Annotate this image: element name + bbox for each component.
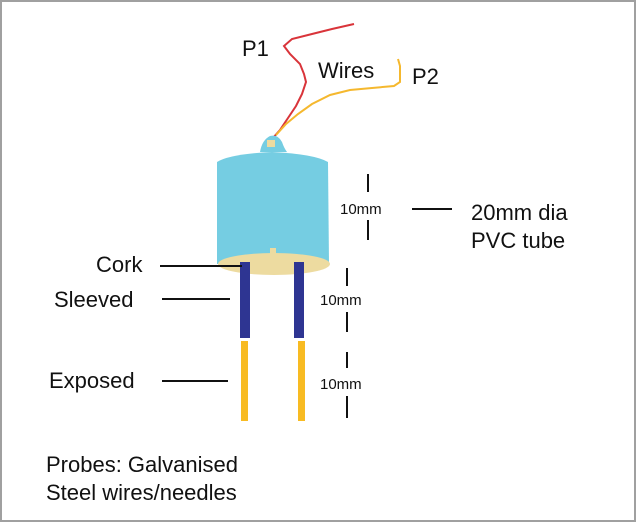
label-tube-dimension: 10mm [340,201,382,218]
label-exposed: Exposed [49,368,135,393]
wire-p1 [271,23,355,140]
label-cork: Cork [96,252,143,277]
label-probes-line2: Steel wires/needles [46,480,237,505]
label-exposed-dimension: 10mm [320,376,362,393]
label-wires: Wires [318,58,374,83]
label-p1: P1 [242,36,269,61]
label-sleeved: Sleeved [54,287,134,312]
wire-entry-plug [267,140,275,147]
cork-nub [270,248,276,256]
label-probes-line1: Probes: Galvanised [46,452,238,477]
probe-left-exposed [241,341,248,421]
probe-right-sleeve [294,262,304,338]
label-tube-line1: 20mm dia [471,200,568,225]
probe-right-exposed [298,341,305,421]
label-sleeved-dimension: 10mm [320,292,362,309]
label-tube-line2: PVC tube [471,228,565,253]
cork [218,253,330,275]
label-p2: P2 [412,64,439,89]
probe-left-sleeve [240,262,250,338]
wire-p2 [275,58,401,136]
pvc-tube [217,152,329,264]
